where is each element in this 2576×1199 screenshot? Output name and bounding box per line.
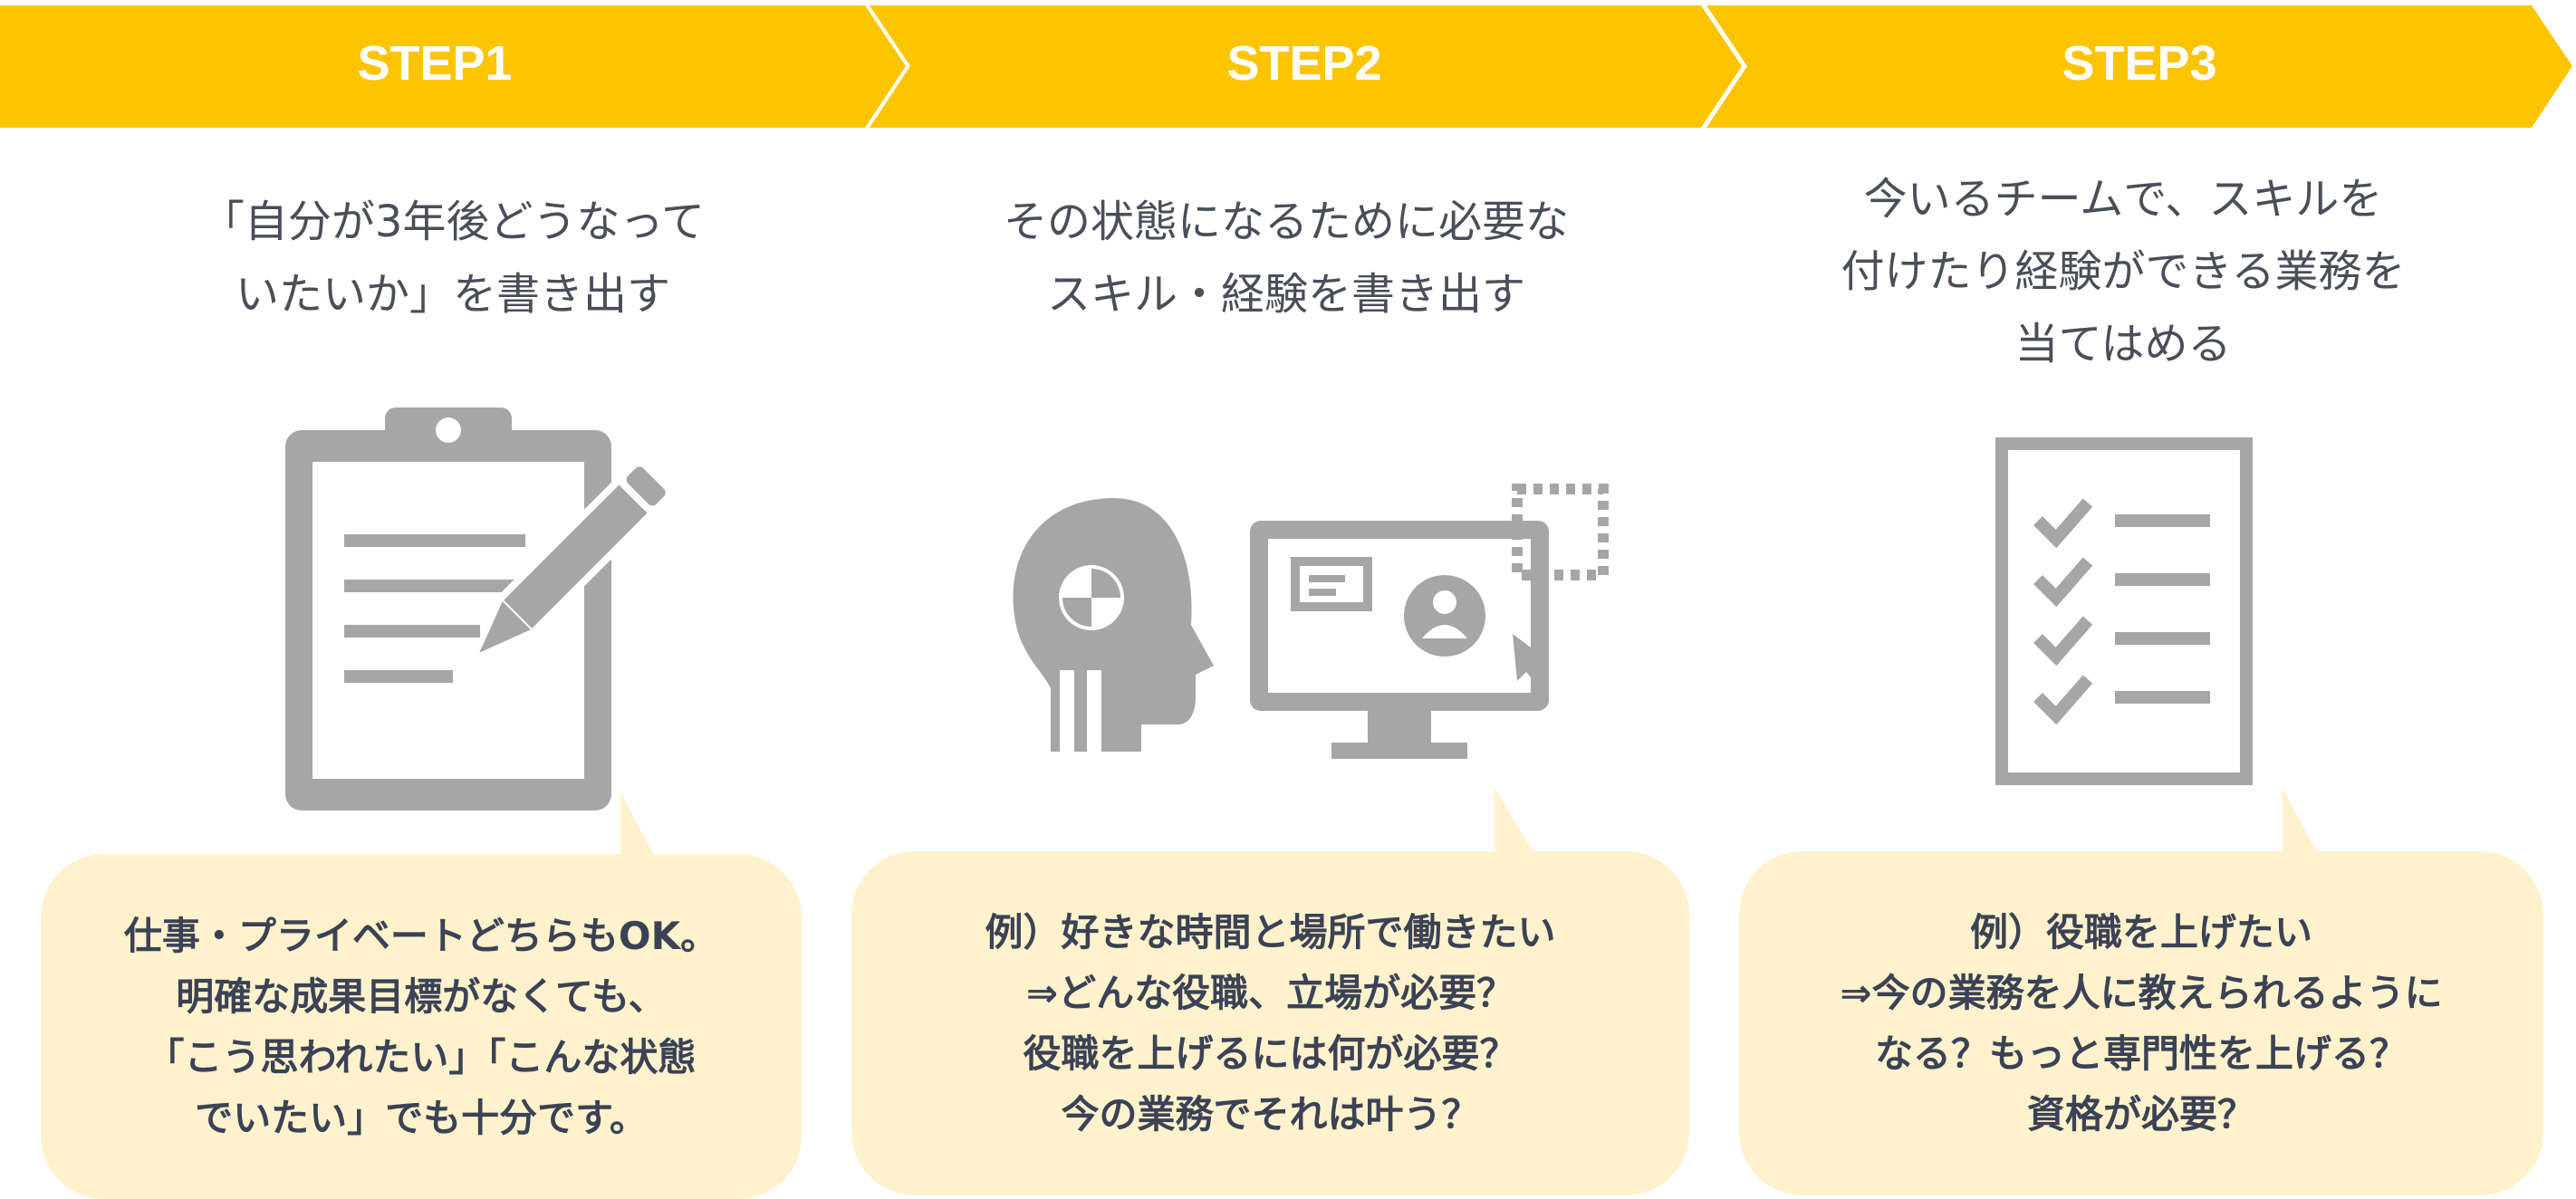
step1-bubble-tail [620, 792, 657, 860]
step2-bubble-tail [1495, 788, 1535, 856]
step3-note-bubble: 例）役職を上げたい ⇒今の業務を人に教えられるように なる？もっと専門性を上げる… [1739, 851, 2543, 1195]
step3-note: 例）役職を上げたい ⇒今の業務を人に教えられるように なる？もっと専門性を上げる… [1840, 910, 2443, 1137]
step2-heading: その状態になるために必要な スキル・経験を書き出す [1003, 197, 1569, 320]
step2-label: STEP2 [1226, 36, 1382, 91]
clipboard-pencil-icon [285, 408, 678, 811]
step3-heading: 今いるチームで、スキルを 付けたり経験ができる業務を 当てはめる [1841, 174, 2406, 369]
step2-note-bubble: 例）好きな時間と場所で働きたい ⇒どんな役職、立場が必要？ 役職を上げるには何が… [851, 851, 1689, 1195]
step1-note: 仕事・プライベートどちらもOK。 明確な成果目標がなくても、 「こう思われたい」… [123, 913, 719, 1140]
step1-heading: 「自分が3年後どうなって いたいか」を書き出す [200, 197, 706, 320]
step3-bubble-tail [2283, 788, 2319, 856]
step2-note: 例）好きな時間と場所で働きたい ⇒どんな役職、立場が必要？ 役職を上げるには何が… [985, 910, 1556, 1137]
step-banner [0, 5, 2572, 128]
head-monitor-icon [1013, 484, 1609, 759]
step1-chevron [0, 5, 906, 128]
step1-label: STEP1 [357, 36, 513, 91]
step1-note-bubble: 仕事・プライベートどちらもOK。 明確な成果目標がなくても、 「こう思われたい」… [41, 854, 802, 1199]
step3-label: STEP3 [2062, 36, 2217, 91]
step2-chevron [870, 5, 1742, 128]
checklist-icon [1995, 437, 2253, 785]
step3-chevron [1706, 5, 2572, 128]
